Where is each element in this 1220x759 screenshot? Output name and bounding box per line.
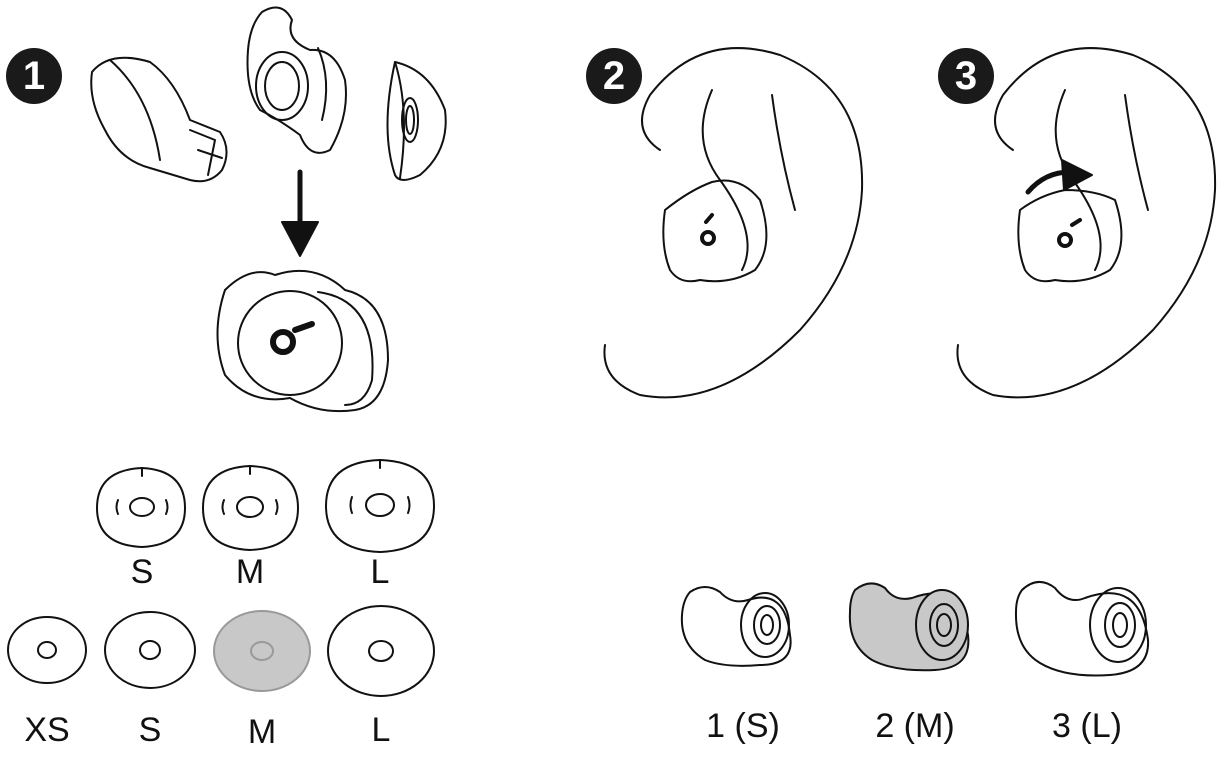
ear-tip-size-s: [105, 612, 195, 688]
sleeve-label-1: 1 (S): [706, 707, 780, 745]
step-2-badge: 2: [586, 48, 642, 104]
earbud-body-part: [91, 58, 226, 181]
ear-wing-size-s: [97, 468, 185, 547]
ear-tip-label-m: M: [247, 713, 277, 751]
ear-step-3: [957, 48, 1215, 397]
step-3-badge: 3: [938, 48, 994, 104]
ear-tip-size-xs: [8, 617, 86, 683]
ear-wing-part: [248, 8, 347, 153]
assembled-earbud: [218, 271, 389, 411]
ear-tip-label-l: L: [371, 711, 391, 749]
ear-tip-size-l: [328, 606, 434, 696]
ear-tip-size-m: [214, 611, 310, 691]
ear-tip-label-xs: XS: [24, 711, 70, 749]
sleeve-label-2: 2 (M): [875, 707, 955, 745]
step-1-badge: 1: [6, 48, 62, 104]
ear-wing-size-l: [326, 460, 434, 552]
down-arrow-icon: [282, 172, 318, 256]
ear-wing-label-m: M: [235, 553, 265, 591]
ear-wing-label-l: L: [370, 553, 390, 591]
ear-wing-size-m: [203, 466, 298, 550]
sleeve-label-3: 3 (L): [1052, 707, 1122, 745]
sleeve-size-1: [682, 587, 791, 666]
ear-wing-label-s: S: [130, 553, 154, 591]
ear-step-2: [604, 48, 862, 397]
ear-tip-label-s: S: [138, 711, 162, 749]
ear-tip-part: [388, 62, 446, 180]
sleeve-size-3: [1016, 582, 1148, 676]
sleeve-size-2: [850, 583, 969, 670]
rotate-arrow-icon: [1028, 160, 1092, 192]
